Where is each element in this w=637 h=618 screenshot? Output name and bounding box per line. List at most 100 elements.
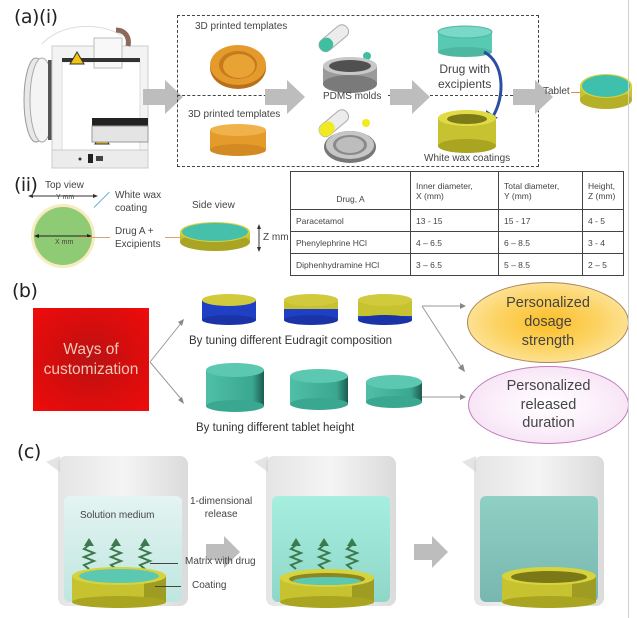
bottom-templates-label: 3D printed templates: [188, 109, 281, 120]
side-view-tablet: [180, 222, 250, 251]
drug-excipients-label: Drug with excipients: [438, 62, 491, 92]
pdms-molds-label: PDMS molds: [323, 91, 382, 102]
customization-line2: customization: [43, 360, 139, 378]
eudragit-caption: By tuning different Eudragit composition: [189, 335, 393, 347]
z-dimension-arrow: [257, 224, 261, 252]
drug-cylinder-icon: [437, 25, 493, 57]
release-label: 1-dimensional release: [190, 495, 252, 521]
drug-label-line1: Drug with: [439, 62, 491, 76]
arrow-to-tablet: [513, 80, 553, 114]
completion-arrow: [414, 536, 448, 568]
3d-printer-illustration: [23, 25, 149, 169]
cell-total: 6 – 8.5: [498, 231, 583, 254]
coating-callout: White wax coating: [115, 190, 161, 215]
customization-line1: Ways of: [63, 341, 119, 359]
panel-b-label: (b): [12, 280, 38, 302]
coating-line2: coating: [115, 202, 148, 214]
right-border: [628, 0, 629, 618]
wax-coating-ring-icon: [438, 110, 496, 153]
coating-label: Coating: [192, 580, 227, 591]
coating-pointer: [155, 586, 181, 587]
cell-drug: Phenylephrine HCl: [290, 231, 411, 254]
z-dimension-label: Z mm: [263, 232, 289, 243]
header-inner-diameter: Inner diameter,X (mm): [410, 171, 499, 210]
branch-arrows: [149, 319, 184, 404]
table-header-row: Drug, A Inner diameter,X (mm) Total diam…: [290, 171, 624, 210]
side-leader-line: [165, 237, 183, 238]
release-duration-outcome: Personalized released duration: [468, 366, 629, 444]
cell-total: 15 - 17: [498, 209, 583, 232]
medium-cylinder: [290, 369, 348, 410]
header-height: Height,Z (mm): [582, 171, 624, 210]
disc-template-icon: [210, 124, 266, 156]
divider-right: [420, 95, 518, 96]
short-cylinder: [366, 375, 422, 408]
panel-a-ii-label: (ii): [14, 174, 38, 196]
matrix-label: Matrix with drug: [185, 556, 256, 567]
tablet-icon: [580, 74, 632, 109]
header-drug: Drug, A: [290, 171, 411, 210]
height-cylinders: [206, 363, 422, 412]
drug-line1: Drug A +: [115, 226, 154, 237]
side-view-label: Side view: [192, 200, 235, 211]
beakers-illustration: [46, 456, 604, 608]
release-arrow: [206, 536, 240, 568]
dosage-strength-outcome: Personalized dosage strength: [467, 282, 629, 363]
eudragit-disc-3: [358, 294, 412, 325]
cell-total: 5 – 8.5: [498, 253, 583, 276]
beaker-released: [462, 456, 604, 608]
top-view-diagram: [28, 194, 98, 268]
table-row: Paracetamol 13 - 15 15 - 17 4 - 5: [290, 209, 624, 232]
customization-box: Ways of customization: [33, 308, 149, 411]
arrow-to-templates: [143, 80, 183, 114]
cell-drug: Paracetamol: [290, 209, 411, 232]
dose-line1: Personalized: [506, 295, 590, 312]
panel-c-label: (c): [17, 441, 41, 463]
dose-line2: dosage: [524, 314, 572, 331]
header-total-diameter: Total diameter,Y (mm): [498, 171, 583, 210]
matrix-pointer: [150, 563, 178, 564]
beaker-releasing: [254, 456, 396, 608]
top-view-label: Top view: [45, 180, 84, 191]
dose-line3: strength: [521, 332, 575, 349]
pdms-mold-pour-icon: [318, 24, 377, 93]
cell-inner: 3 – 6.5: [410, 253, 499, 276]
drug-line2: Excipients: [115, 238, 161, 250]
top-templates-label: 3D printed templates: [195, 21, 288, 32]
drug-leader-line: [78, 237, 110, 238]
y-dimension-label: Y mm: [56, 194, 75, 201]
table-row: Diphenhydramine HCl 3 – 6.5 5 – 8.5 2 – …: [290, 253, 624, 276]
cell-inner: 4 – 6.5: [410, 231, 499, 254]
duration-line1: Personalized: [506, 377, 591, 394]
tall-cylinder: [206, 363, 264, 412]
beaker-initial: [46, 456, 188, 608]
eudragit-disc-1: [202, 294, 256, 325]
outcome-arrows: [421, 303, 466, 400]
arrow-to-drug: [390, 80, 430, 114]
pdms-mold-wax-icon: [318, 109, 376, 163]
dimension-table: Drug, A Inner diameter,X (mm) Total diam…: [290, 171, 624, 276]
divider-left: [177, 95, 277, 96]
eudragit-disc-2: [284, 294, 338, 325]
duration-line2: released: [520, 396, 577, 413]
arrow-to-molds: [265, 80, 305, 114]
height-caption: By tuning different tablet height: [196, 422, 355, 434]
cell-inner: 13 - 15: [410, 209, 499, 232]
cell-height: 4 - 5: [582, 209, 624, 232]
cell-drug: Diphenhydramine HCl: [290, 253, 411, 276]
release-line2: release: [204, 509, 238, 520]
drug-label-line2: excipients: [438, 77, 492, 91]
tablet-label: Tablet: [543, 86, 570, 97]
panel-a-label: (a)(i): [14, 6, 58, 28]
duration-line3: duration: [522, 415, 575, 432]
x-dimension-label: X mm: [55, 239, 74, 246]
table-row: Phenylephrine HCl 4 – 6.5 6 – 8.5 3 - 4: [290, 231, 624, 254]
release-line1: 1-dimensional: [190, 496, 253, 507]
wax-coatings-label: White wax coatings: [424, 153, 511, 164]
eudragit-discs: [202, 294, 412, 325]
drug-callout: Drug A + Excipients: [115, 226, 161, 251]
cell-height: 2 – 5: [582, 253, 624, 276]
ring-template-icon: [210, 45, 266, 89]
tablet-leader-line: [571, 92, 587, 93]
solution-medium-label: Solution medium: [80, 510, 155, 521]
